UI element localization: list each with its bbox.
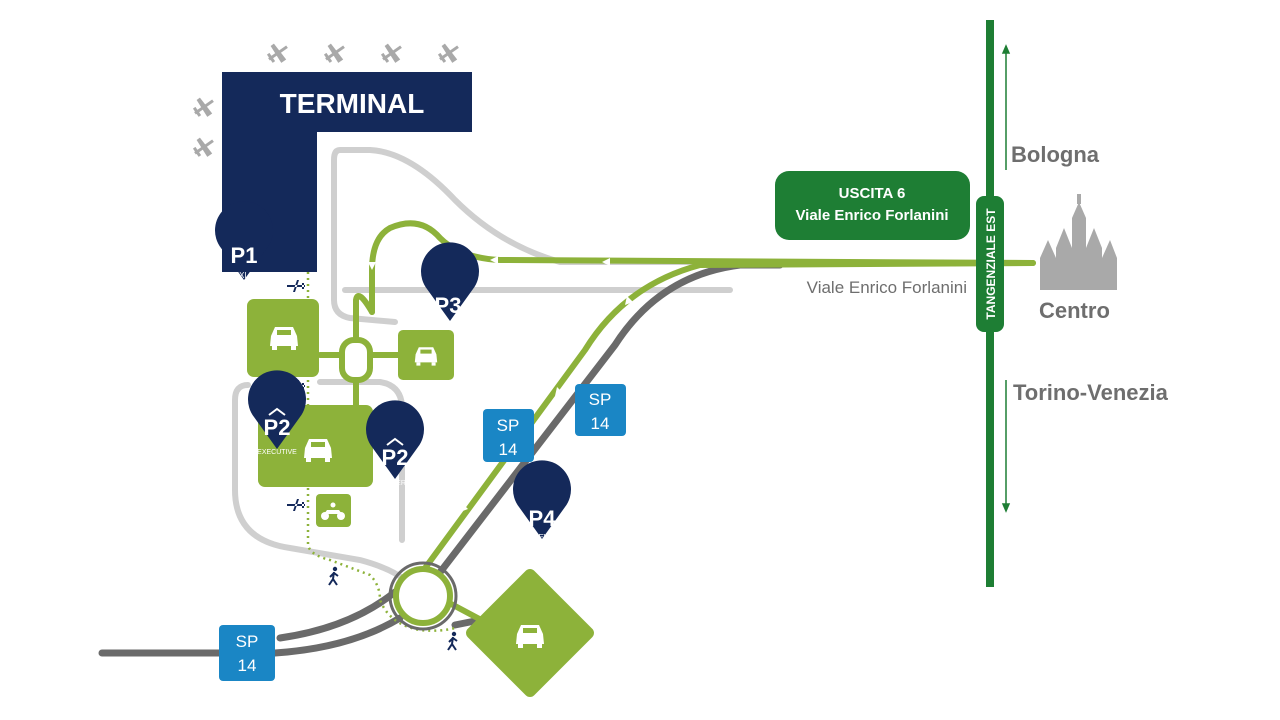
pin-p4[interactable]: P4 NEW [513, 460, 571, 542]
terminal-label: TERMINAL [280, 88, 425, 119]
duomo-icon [1040, 194, 1117, 290]
airplane-icons [192, 43, 459, 157]
pin-code: P1 [231, 243, 258, 268]
parking-lot-p4[interactable] [464, 567, 597, 700]
motorcycle-icon [321, 502, 345, 520]
pin-subtitle: NEW [533, 533, 552, 542]
sp14-shield-line2: 14 [499, 440, 518, 459]
sp14-shield: SP 14 [575, 384, 626, 436]
exit-sign-line1: USCITA 6 [839, 185, 906, 202]
walking-person-icon [328, 566, 339, 586]
arrow-up-icon [1001, 44, 1011, 54]
airplane-icon [380, 43, 402, 63]
premium-roof-icon [268, 407, 286, 416]
pin-code: P3 [435, 293, 462, 318]
pin-code: P2 [382, 445, 409, 470]
pin-code: P2 [264, 415, 291, 440]
road-label-forlanini: Viale Enrico Forlanini [807, 278, 967, 297]
airplane-icon [192, 97, 214, 117]
small-roundabout [339, 337, 373, 383]
airplane-icon [287, 280, 305, 292]
destination-centro: Centro [1039, 298, 1110, 323]
exit-sign: USCITA 6 Viale Enrico Forlanini [775, 171, 970, 240]
roundabout [393, 566, 453, 626]
airplane-icon [192, 137, 214, 157]
sp14-shield-line1: SP [589, 390, 612, 409]
car-icon [270, 327, 298, 350]
sp14-shield-line2: 14 [238, 656, 257, 675]
pin-p2-rider[interactable]: P2 RIDER [366, 400, 424, 487]
pin-subtitle: EXECUTIVE [257, 449, 297, 456]
car-icon [304, 439, 332, 462]
tangenziale-est: TANGENZIALE EST [976, 20, 1004, 587]
airplane-icon [287, 499, 305, 511]
parking-lot-p3[interactable] [398, 330, 454, 380]
airplane-icon [266, 43, 288, 63]
parking-lot-p1[interactable] [247, 299, 319, 377]
pin-subtitle: XL [239, 271, 249, 280]
terminal-access-roads [232, 147, 733, 583]
airplane-icon [437, 43, 459, 63]
pin-p1[interactable]: P1 XL [215, 201, 273, 280]
parking-lot-p2-rider[interactable] [316, 494, 351, 527]
sp14-shield: SP 14 [483, 409, 534, 462]
tangenziale-directions [1001, 44, 1011, 513]
pin-p3[interactable]: P3 SMART [421, 242, 479, 329]
pedestrian-icons [328, 566, 458, 651]
car-icon [516, 625, 544, 648]
terminal-building: TERMINAL [222, 72, 472, 272]
airplane-icon [323, 43, 345, 63]
roundabout-outer [388, 561, 458, 631]
tangenziale-label: TANGENZIALE EST [984, 208, 998, 320]
pin-subtitle: SMART [438, 322, 463, 329]
exit-sign-line2: Viale Enrico Forlanini [795, 207, 948, 224]
direction-arrows [368, 256, 633, 512]
pedestrian-paths [306, 272, 456, 632]
sp14-shield: SP 14 [219, 625, 275, 681]
car-icon [414, 347, 438, 366]
pin-code: P4 [529, 506, 557, 531]
sp14-shield-line2: 14 [591, 414, 610, 433]
pin-p2-executive[interactable]: P2 EXECUTIVE [248, 370, 306, 456]
walking-person-icon [447, 631, 458, 651]
destination-bologna: Bologna [1011, 142, 1100, 167]
pin-subtitle: RIDER [384, 480, 406, 487]
premium-roof-icon [386, 437, 404, 446]
sp14-shield-line1: SP [497, 416, 520, 435]
arrow-down-icon [1001, 503, 1011, 513]
destination-torino-venezia: Torino-Venezia [1013, 380, 1169, 405]
sp14-shield-line1: SP [236, 632, 259, 651]
